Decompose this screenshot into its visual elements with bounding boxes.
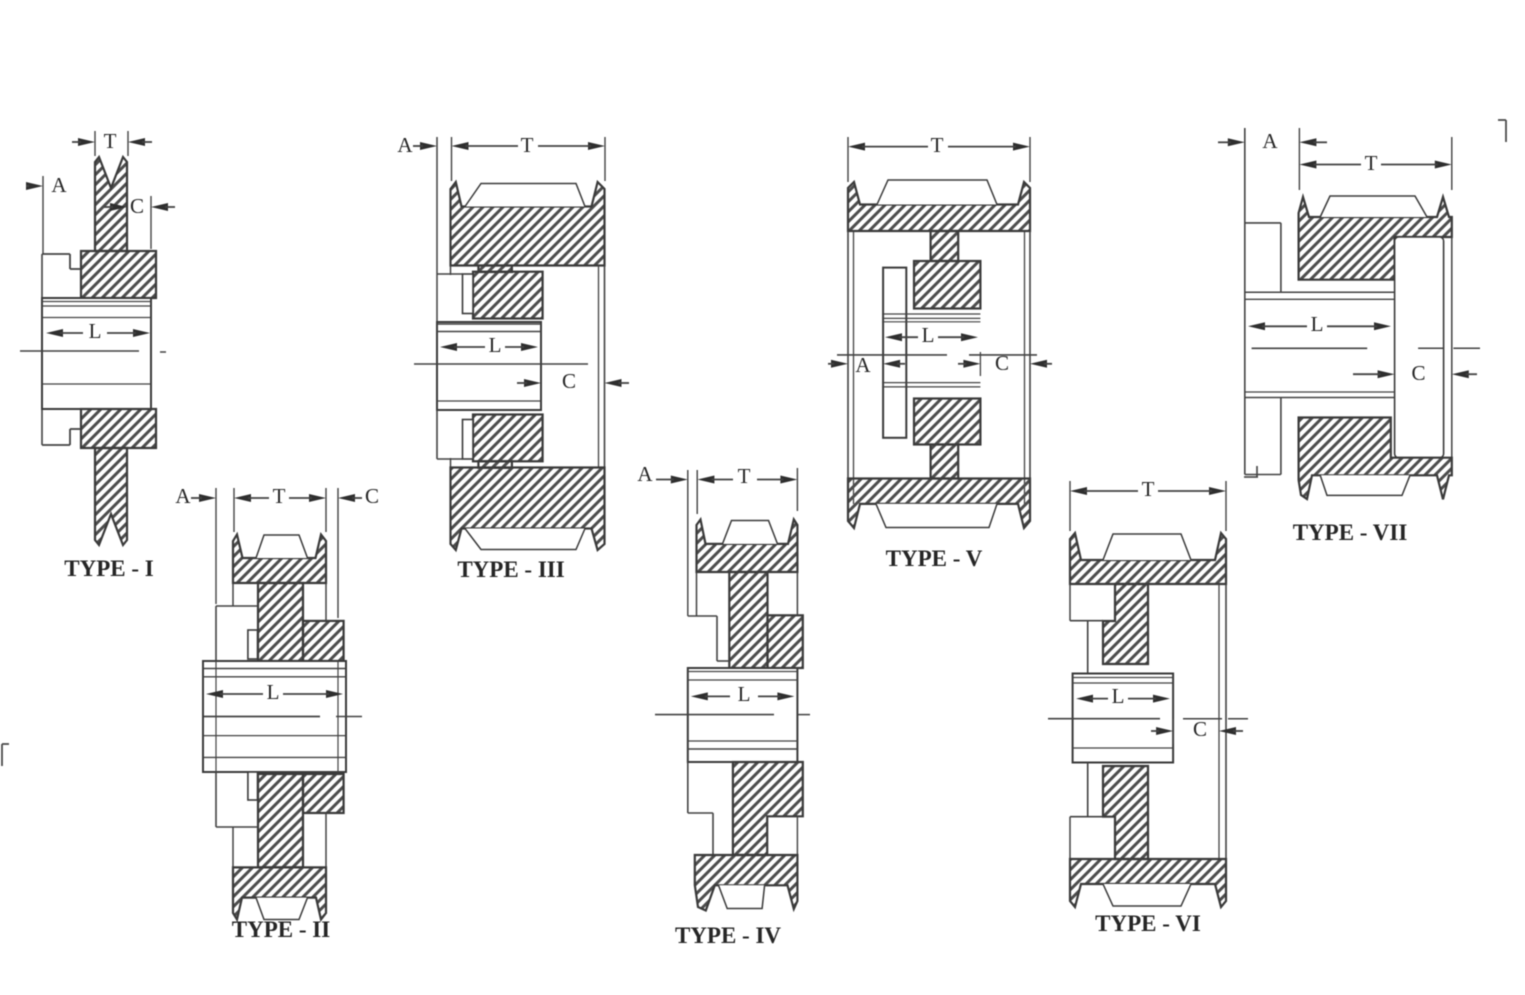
svg-text:TYPE - II: TYPE - II: [232, 917, 330, 942]
svg-text:T: T: [931, 133, 944, 157]
svg-text:L: L: [89, 319, 102, 343]
svg-text:T: T: [104, 129, 117, 153]
svg-text:TYPE - V: TYPE - V: [886, 546, 983, 571]
svg-text:L: L: [489, 333, 502, 357]
svg-text:TYPE - IV: TYPE - IV: [675, 923, 781, 948]
svg-text:A: A: [397, 133, 413, 157]
svg-text:C: C: [1411, 361, 1425, 385]
svg-text:T: T: [1142, 477, 1155, 501]
svg-text:T: T: [521, 133, 534, 157]
svg-text:T: T: [738, 464, 751, 488]
svg-text:TYPE - I: TYPE - I: [64, 556, 154, 581]
svg-text:L: L: [738, 682, 751, 706]
svg-text:A: A: [51, 173, 67, 197]
svg-text:TYPE - VII: TYPE - VII: [1293, 520, 1408, 545]
svg-text:T: T: [1365, 151, 1378, 175]
svg-text:L: L: [922, 323, 935, 347]
svg-text:C: C: [130, 194, 144, 218]
svg-text:A: A: [637, 462, 653, 486]
svg-text:TYPE - VI: TYPE - VI: [1095, 911, 1201, 936]
svg-text:L: L: [267, 680, 280, 704]
svg-text:L: L: [1311, 312, 1324, 336]
svg-text:TYPE - III: TYPE - III: [457, 557, 564, 582]
svg-text:A: A: [855, 353, 871, 377]
svg-text:C: C: [995, 351, 1009, 375]
svg-text:A: A: [1262, 129, 1278, 153]
svg-text:C: C: [562, 369, 576, 393]
svg-text:C: C: [1193, 717, 1207, 741]
svg-text:L: L: [1112, 684, 1125, 708]
svg-text:T: T: [273, 484, 286, 508]
svg-text:C: C: [365, 484, 379, 508]
svg-text:A: A: [175, 484, 191, 508]
